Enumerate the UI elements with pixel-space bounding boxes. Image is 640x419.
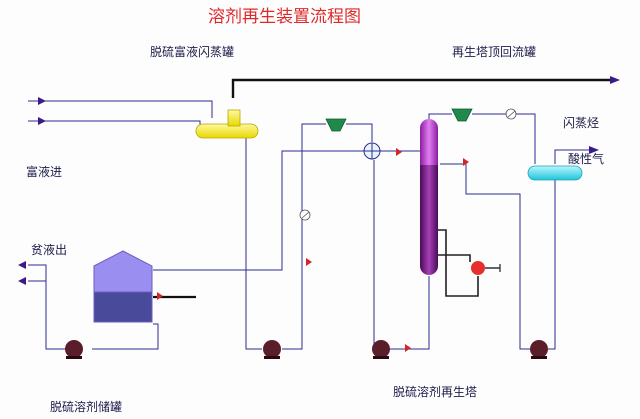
reboiler-return (438, 254, 471, 262)
flash-gas-pipe (231, 78, 610, 98)
valve-icon (463, 158, 469, 166)
flow-arrows (18, 76, 620, 285)
cooler1-to-exchanger-pipe (346, 123, 373, 142)
coolers (325, 108, 473, 132)
rich-inlet-pipe (28, 100, 213, 118)
lean-out-label: 贫液出 (31, 243, 68, 257)
valve-icon (405, 344, 411, 352)
reflux-tank-label: 再生塔顶回流罐 (452, 45, 537, 59)
overhead-vapor-pipe (428, 113, 452, 119)
storage-tank-label: 脱硫溶剂储罐 (50, 400, 123, 414)
flow-arrow-icon (18, 277, 26, 285)
flow-arrow-icon (38, 97, 46, 105)
reboiler-icon (471, 261, 501, 275)
flash-bottom-pipe (245, 138, 262, 350)
lean-out-pipe-2 (92, 323, 159, 350)
pump-icon (372, 340, 390, 359)
valve-icon (157, 292, 163, 300)
flow-arrow-icon (38, 117, 46, 125)
reboiler-loop (438, 229, 479, 297)
flow-arrow-icon (610, 76, 620, 84)
cooler-icon (451, 108, 473, 122)
exchanger-to-storage-pipe (153, 150, 364, 271)
pump-icon (263, 340, 281, 359)
reflux-drum (527, 165, 583, 181)
reflux-bottom-pipe (548, 180, 556, 350)
reflux-return-pipe (440, 163, 530, 350)
heat-exchanger-icon (363, 142, 381, 160)
rich-inlet-pipe-2 (28, 120, 201, 128)
overhead-to-reflux-pipe (472, 113, 536, 164)
regen-tower-label: 脱硫溶剂再生塔 (393, 385, 478, 399)
flash-tank-label: 脱硫富液闪蒸罐 (150, 45, 235, 59)
storage-to-pump1 (28, 264, 74, 350)
regen-tower (420, 119, 438, 275)
cooler-icon (325, 118, 347, 132)
rich-in-label: 富液进 (26, 165, 63, 179)
diagram-title: 溶剂再生装置流程图 (208, 7, 361, 27)
acid-gas-label: 酸性气 (568, 152, 605, 166)
flow-arrow-icon (18, 261, 26, 269)
tower-bottom-pipe (390, 276, 430, 350)
pump-icon (530, 340, 548, 359)
valves (157, 148, 469, 352)
valve-icon (396, 148, 402, 156)
pump2-discharge-pipe (282, 123, 326, 350)
flash-hc-label: 闪蒸烃 (563, 116, 600, 130)
acid-gas-pipe (554, 149, 589, 164)
solvent-storage-tank (93, 250, 153, 323)
flow-arrow-icon (589, 146, 599, 154)
valve-icon (306, 258, 312, 266)
pumps (65, 340, 548, 359)
pump-icon (65, 340, 83, 359)
flash-tank (195, 109, 259, 139)
pipelines (28, 100, 556, 350)
